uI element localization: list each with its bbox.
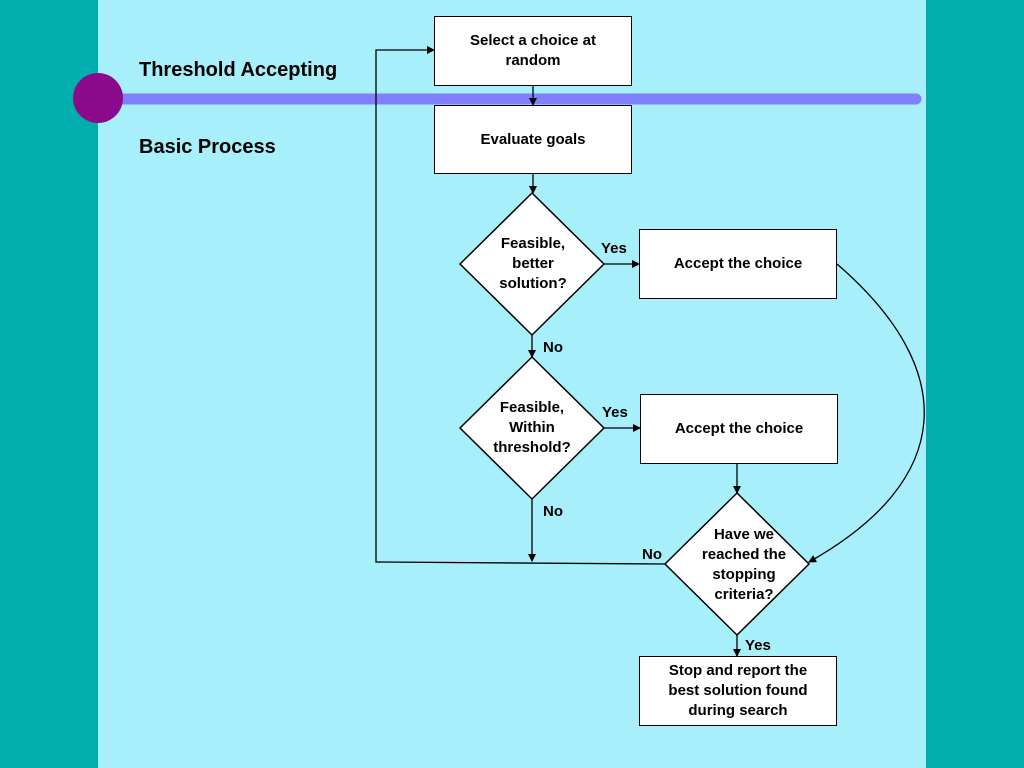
- decision-feasible-better-label: Feasible, better solution?: [499, 235, 567, 292]
- slide-title: Threshold Accepting: [139, 59, 338, 81]
- edge-label-stopping-no: No: [642, 546, 662, 563]
- arrow-stopping-no-loop: [375, 46, 666, 565]
- title-bullet-circle: [73, 73, 123, 123]
- decision-stopping-label: Have we reached the stopping criteria?: [701, 526, 787, 603]
- node-select-choice: Select a choice at random: [434, 16, 632, 86]
- edge-label-stopping-yes: Yes: [745, 637, 771, 654]
- edge-label-better-yes: Yes: [601, 240, 627, 257]
- arrow-accept1-to-stopping: [808, 263, 925, 563]
- decision-feasible-threshold-label: Feasible, Within threshold?: [493, 399, 571, 456]
- edge-label-threshold-yes: Yes: [602, 404, 628, 421]
- edge-label-better-no: No: [543, 339, 563, 356]
- slide-subtitle: Basic Process: [139, 136, 276, 158]
- node-stop-report: Stop and report the best solution found …: [639, 656, 837, 726]
- node-accept-choice-1: Accept the choice: [639, 229, 837, 299]
- node-accept-choice-2: Accept the choice: [640, 394, 838, 464]
- node-evaluate-goals: Evaluate goals: [434, 105, 632, 174]
- edge-label-threshold-no: No: [543, 503, 563, 520]
